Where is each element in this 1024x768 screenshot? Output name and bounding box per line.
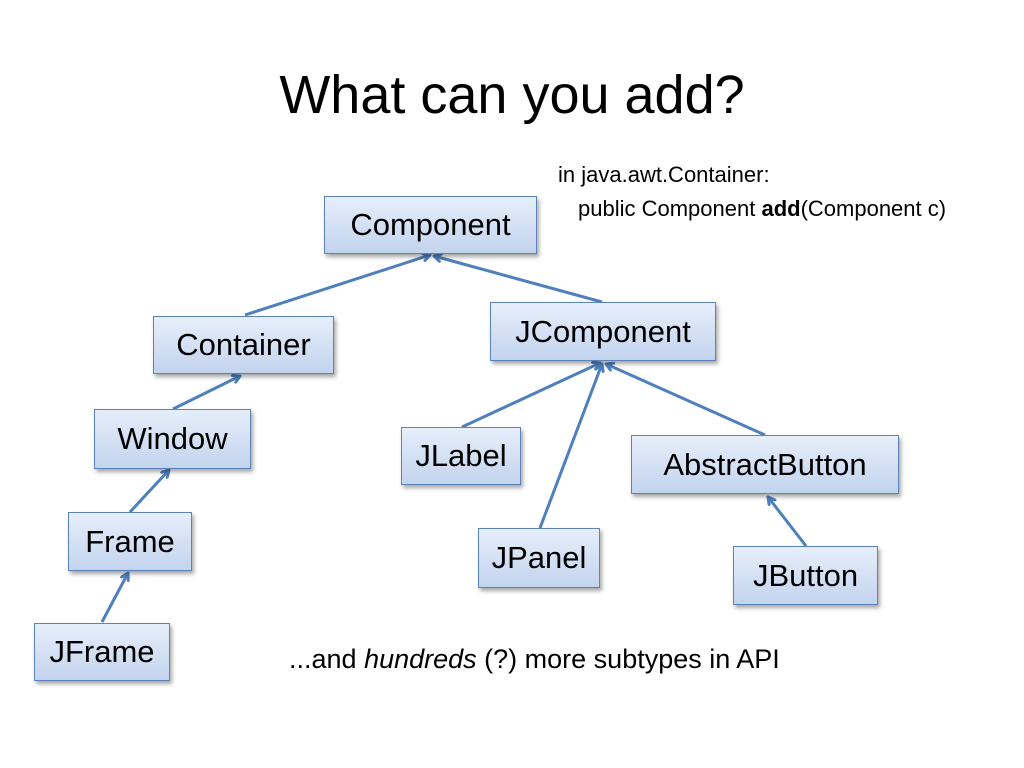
arrow-container-to-component <box>244 255 430 317</box>
footnote: ...and hundreds (?) more subtypes in API <box>289 642 780 676</box>
signature-method-name: add <box>761 196 801 221</box>
slide-title: What can you add? <box>279 65 745 125</box>
arrow-jcomponent-to-component <box>434 256 603 304</box>
footnote-emphasis: hundreds <box>364 644 477 674</box>
node-abstractbutton: AbstractButton <box>631 435 899 494</box>
arrow-jlabel-to-jcomponent <box>461 363 600 429</box>
arrow-jpanel-to-jcomponent <box>538 364 602 529</box>
signature-prefix: public Component <box>578 196 762 221</box>
arrow-frame-to-window <box>128 470 169 514</box>
node-jcomponent: JComponent <box>490 302 716 361</box>
node-window: Window <box>94 409 251 469</box>
node-jpanel: JPanel <box>478 528 600 588</box>
node-jlabel: JLabel <box>401 427 521 485</box>
node-jframe: JFrame <box>34 623 170 681</box>
arrow-jbutton-to-abstractbutton <box>768 497 808 547</box>
signature-line-1: in java.awt.Container: <box>558 162 770 187</box>
arrow-jframe-to-frame <box>100 573 128 623</box>
arrow-abstractbutton-to-jcomponent <box>606 364 766 437</box>
node-component: Component <box>324 196 537 254</box>
footnote-prefix: ...and <box>289 644 365 674</box>
arrow-window-to-container <box>172 376 240 411</box>
node-jbutton: JButton <box>733 546 878 605</box>
node-container: Container <box>153 316 334 374</box>
node-frame: Frame <box>68 512 192 571</box>
footnote-suffix: (?) more subtypes in API <box>476 644 780 674</box>
signature-line-2: public Component add(Component c) <box>578 195 946 223</box>
signature-params: (Component c) <box>800 196 947 221</box>
